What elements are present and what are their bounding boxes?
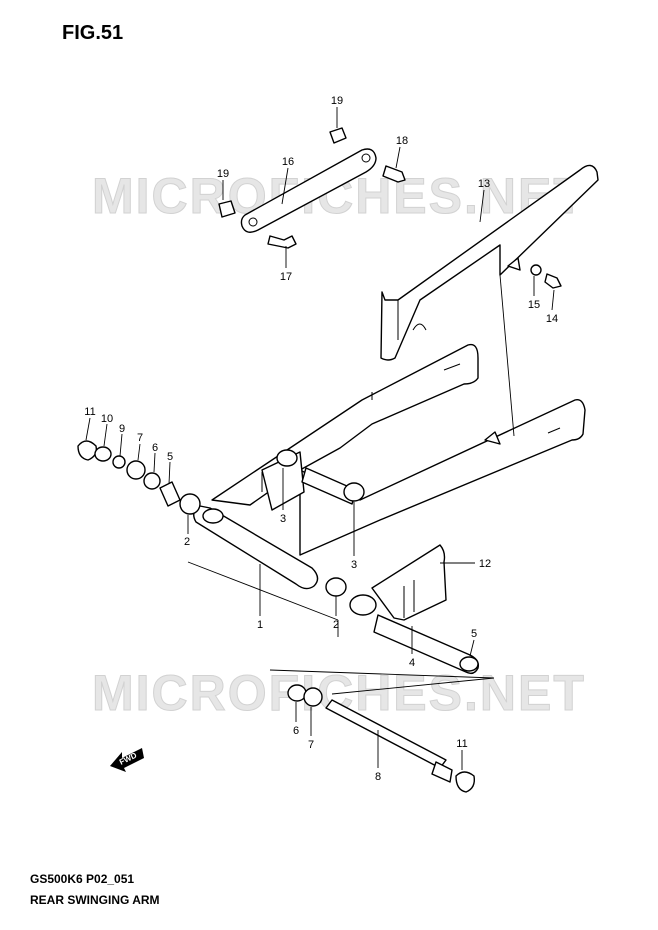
- upper-slot: [443, 363, 461, 371]
- callout-9: 9: [119, 423, 125, 435]
- callout-labels: 19 18 16 19 13 17 15 14 11 10 9 7 6 5 3 …: [84, 95, 558, 783]
- leader-11a: [85, 417, 91, 441]
- chain-case-assembly: [380, 164, 599, 361]
- case-tab-lower: [484, 431, 501, 445]
- callout-14: 14: [546, 313, 558, 325]
- callout-16: 16: [282, 156, 294, 168]
- pivot-hardware-left: [77, 440, 347, 597]
- swing-arm-lower-leg: [299, 399, 586, 556]
- figure-label: FIG.51: [62, 22, 124, 44]
- spacer-5-upper: [159, 481, 181, 507]
- screw-14: [544, 273, 562, 289]
- lower-slot: [547, 427, 561, 434]
- bearing-6-upper: [143, 472, 161, 490]
- bearing-2-upper: [179, 493, 201, 515]
- callout-19-upper: 19: [331, 95, 343, 107]
- chain-adjuster-assembly: [349, 544, 480, 675]
- leader-6a: [153, 452, 156, 473]
- case-tab-upper: [507, 257, 521, 271]
- pivot-tube-end: [202, 508, 224, 524]
- washer-9: [112, 455, 126, 469]
- callout-6-lower: 6: [293, 725, 299, 737]
- leader-10: [103, 423, 108, 447]
- callout-4: 4: [409, 657, 415, 669]
- bearing-2-lower: [325, 577, 347, 597]
- torque-rod-front-hole: [361, 153, 371, 163]
- callout-5-upper: 5: [167, 451, 173, 463]
- leader-13: [479, 189, 485, 223]
- leader-7a: [137, 443, 141, 461]
- bolt-18: [382, 165, 406, 183]
- bolt-17: [267, 235, 297, 249]
- pivot-shaft-assembly: [287, 684, 476, 793]
- callout-7-lower: 7: [308, 739, 314, 751]
- cushion-upper: [329, 127, 347, 144]
- callout-19-lower: 19: [217, 168, 229, 180]
- torque-rod-rear-hole: [248, 217, 258, 227]
- cushion-lower: [218, 200, 236, 218]
- leader-5b: [469, 639, 475, 657]
- callout-13: 13: [478, 178, 490, 190]
- callout-18: 18: [396, 135, 408, 147]
- fwd-arrow: FWD: [110, 748, 144, 772]
- bush-3-upper: [276, 449, 298, 467]
- align-line-2: [269, 669, 495, 679]
- chain-adjuster-detail: [403, 580, 415, 618]
- callout-3-upper: 3: [280, 513, 286, 525]
- callout-10: 10: [101, 413, 113, 425]
- spacer-5-lower: [459, 656, 479, 672]
- nut-11-upper: [77, 440, 98, 461]
- callout-17: 17: [280, 271, 292, 283]
- washer-15: [530, 264, 542, 276]
- align-line-4: [499, 274, 515, 437]
- watermark-lower: MICROFICHES.NET: [92, 665, 586, 721]
- leader-18: [395, 146, 401, 169]
- callout-8: 8: [375, 771, 381, 783]
- dust-seal-7-upper: [126, 460, 146, 480]
- leader-14: [551, 289, 555, 311]
- washer-6-lower: [287, 684, 307, 702]
- leader-5a: [168, 461, 171, 485]
- washer-10: [94, 446, 112, 462]
- shock-boss: [301, 467, 357, 505]
- torque-rod-assembly: [218, 127, 406, 249]
- callout-5-lower: 5: [471, 628, 477, 640]
- chain-case: [380, 164, 599, 361]
- pivot-shaft-8: [325, 699, 447, 769]
- torque-rod: [240, 148, 377, 233]
- shaft-head: [431, 761, 453, 783]
- fwd-arrow-icon: [110, 748, 144, 772]
- leader-16: [281, 167, 289, 205]
- nut-11-lower: [455, 771, 476, 793]
- leader-9: [119, 433, 123, 457]
- chain-adjuster: [371, 544, 447, 621]
- callout-11-lower: 11: [456, 738, 467, 750]
- callout-3-lower: 3: [351, 559, 357, 571]
- callout-15: 15: [528, 299, 540, 311]
- callout-2-upper: 2: [184, 536, 190, 548]
- alignment-lines: [187, 274, 515, 695]
- bush-3-lower: [343, 482, 365, 502]
- callout-6-upper: 6: [152, 442, 158, 454]
- callout-leaders: [85, 107, 555, 770]
- axle-collar: [349, 594, 377, 616]
- callout-12: 12: [479, 558, 491, 570]
- callout-1: 1: [257, 619, 263, 631]
- callout-11-upper: 11: [84, 406, 95, 418]
- callout-2-lower: 2: [333, 619, 339, 631]
- seal-7-lower: [303, 687, 323, 707]
- diagram-title: REAR SWINGING ARM: [30, 893, 160, 907]
- model-code: GS500K6 P02_051: [30, 872, 135, 886]
- align-line-3: [331, 677, 495, 695]
- chain-case-slot: [412, 323, 427, 331]
- align-line-1: [187, 561, 339, 621]
- callout-7-upper: 7: [137, 432, 143, 444]
